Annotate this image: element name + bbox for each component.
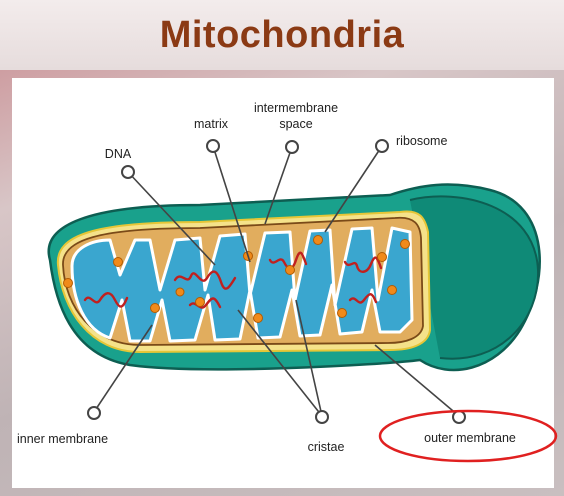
- label-space: space: [279, 117, 312, 131]
- label-inner-membrane: inner membrane: [17, 432, 108, 446]
- label-ribosome: ribosome: [396, 134, 447, 148]
- label-intermembrane: intermembrane: [254, 101, 338, 115]
- label-dna: DNA: [105, 147, 132, 161]
- label-cristae: cristae: [308, 440, 345, 454]
- label-matrix: matrix: [194, 117, 229, 131]
- label-outer-membrane: outer membrane: [424, 431, 516, 445]
